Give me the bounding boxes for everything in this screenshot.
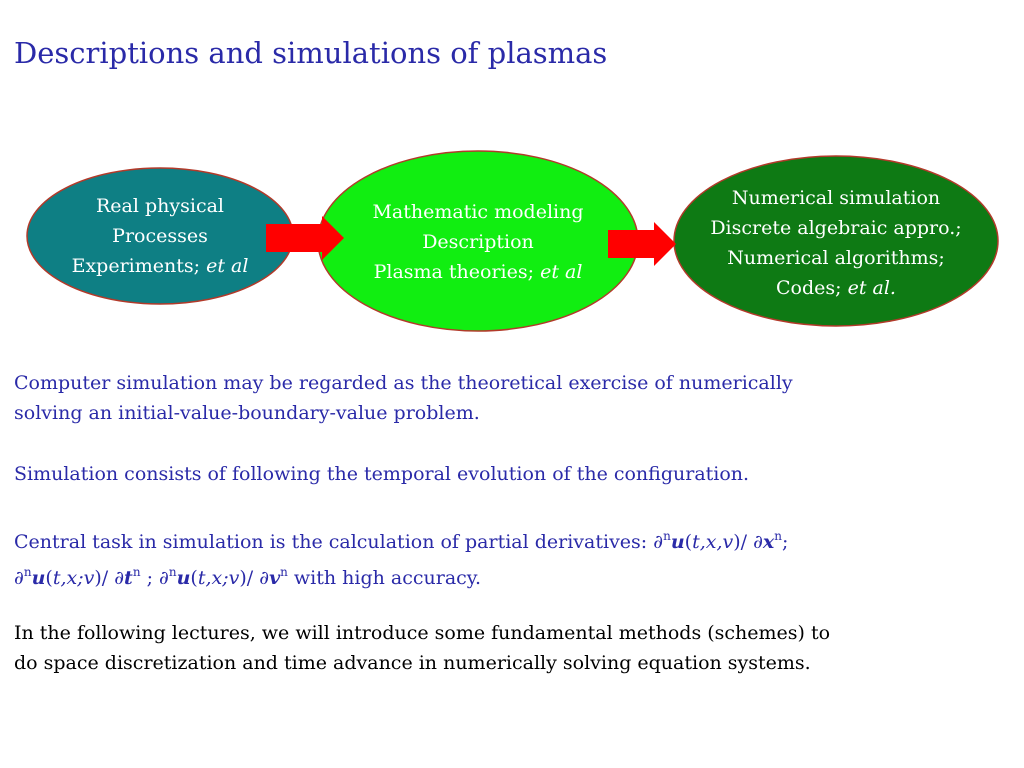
paragraph-computer-simulation: Computer simulation may be regarded as t…: [14, 372, 793, 424]
node-numerical-simulation-label: Numerical simulation Discrete algebraic …: [710, 187, 962, 299]
node-mathematic-modeling-label: Mathematic modeling Description Plasma t…: [372, 201, 584, 283]
node-real-physical-label: Real physical Processes Experiments; et …: [71, 195, 249, 277]
page-title: Descriptions and simulations of plasmas: [14, 36, 608, 70]
paragraph-following-lectures: In the following lectures, we will intro…: [14, 622, 831, 674]
paragraph-partial-derivatives: Central task in simulation is the calcul…: [14, 529, 789, 589]
node-numerical-simulation-shape: [673, 155, 999, 327]
arrow-math-to-numerical: [608, 222, 676, 266]
paragraph-temporal-evolution: Simulation consists of following the tem…: [14, 463, 750, 485]
flow-diagram: [26, 150, 999, 332]
arrow-real-to-math: [266, 216, 344, 260]
